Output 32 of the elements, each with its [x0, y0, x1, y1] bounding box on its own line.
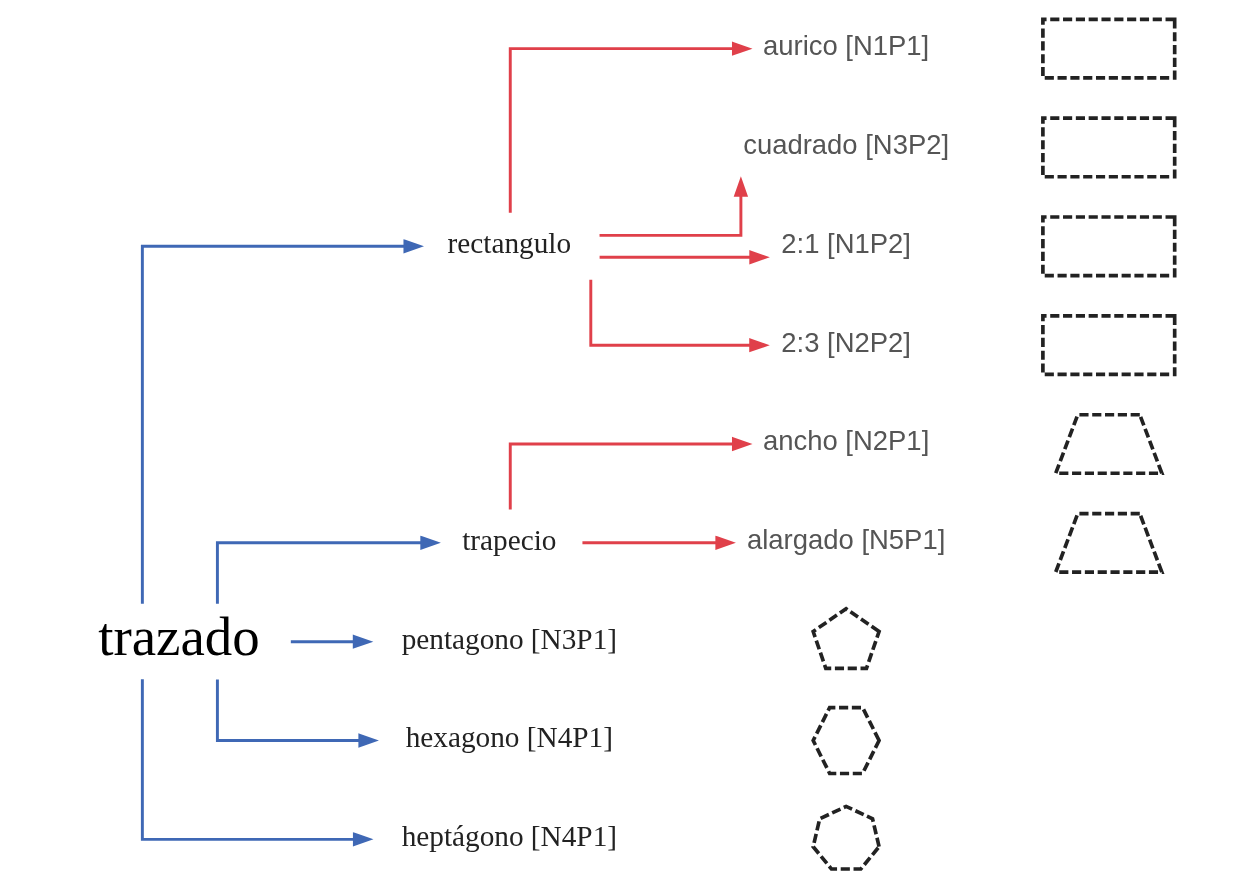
node-trapezoid: [1052, 412, 1164, 476]
node-text: alargado [N5P1]: [746, 524, 945, 556]
arrow: [290, 634, 373, 649]
node-text: cuadrado [N3P2]: [742, 128, 949, 160]
node-box: [1040, 17, 1176, 80]
node-text: heptágono [N4P1]: [401, 820, 617, 853]
arrow: [215, 679, 379, 748]
node-heptagon: [810, 804, 881, 871]
arrow: [508, 436, 752, 510]
node-box: [1040, 314, 1176, 377]
node-text: rectangulo: [447, 227, 571, 260]
node-box: [1040, 215, 1176, 278]
arrow: [508, 41, 752, 213]
node-text: pentagono [N3P1]: [401, 622, 617, 655]
arrow: [599, 176, 748, 237]
arrow: [581, 535, 736, 551]
node-hexagon: [810, 705, 881, 776]
arrow: [588, 279, 770, 353]
node-text: aurico [N1P1]: [762, 30, 929, 62]
arrow: [215, 535, 441, 604]
node-text: ancho [N2P1]: [762, 425, 929, 457]
arrow: [140, 239, 424, 604]
node-text: trazado: [97, 606, 260, 668]
node-text: hexagono [N4P1]: [405, 721, 613, 754]
node-text: 2:3 [N2P2]: [780, 326, 911, 358]
node-trapezoid: [1052, 511, 1164, 574]
node-text: trapecio: [461, 523, 556, 556]
arrow: [140, 679, 373, 847]
arrow: [599, 250, 770, 265]
node-box: [1040, 116, 1176, 179]
node-text: 2:1 [N1P2]: [780, 227, 911, 259]
node-pentagon: [810, 606, 881, 671]
